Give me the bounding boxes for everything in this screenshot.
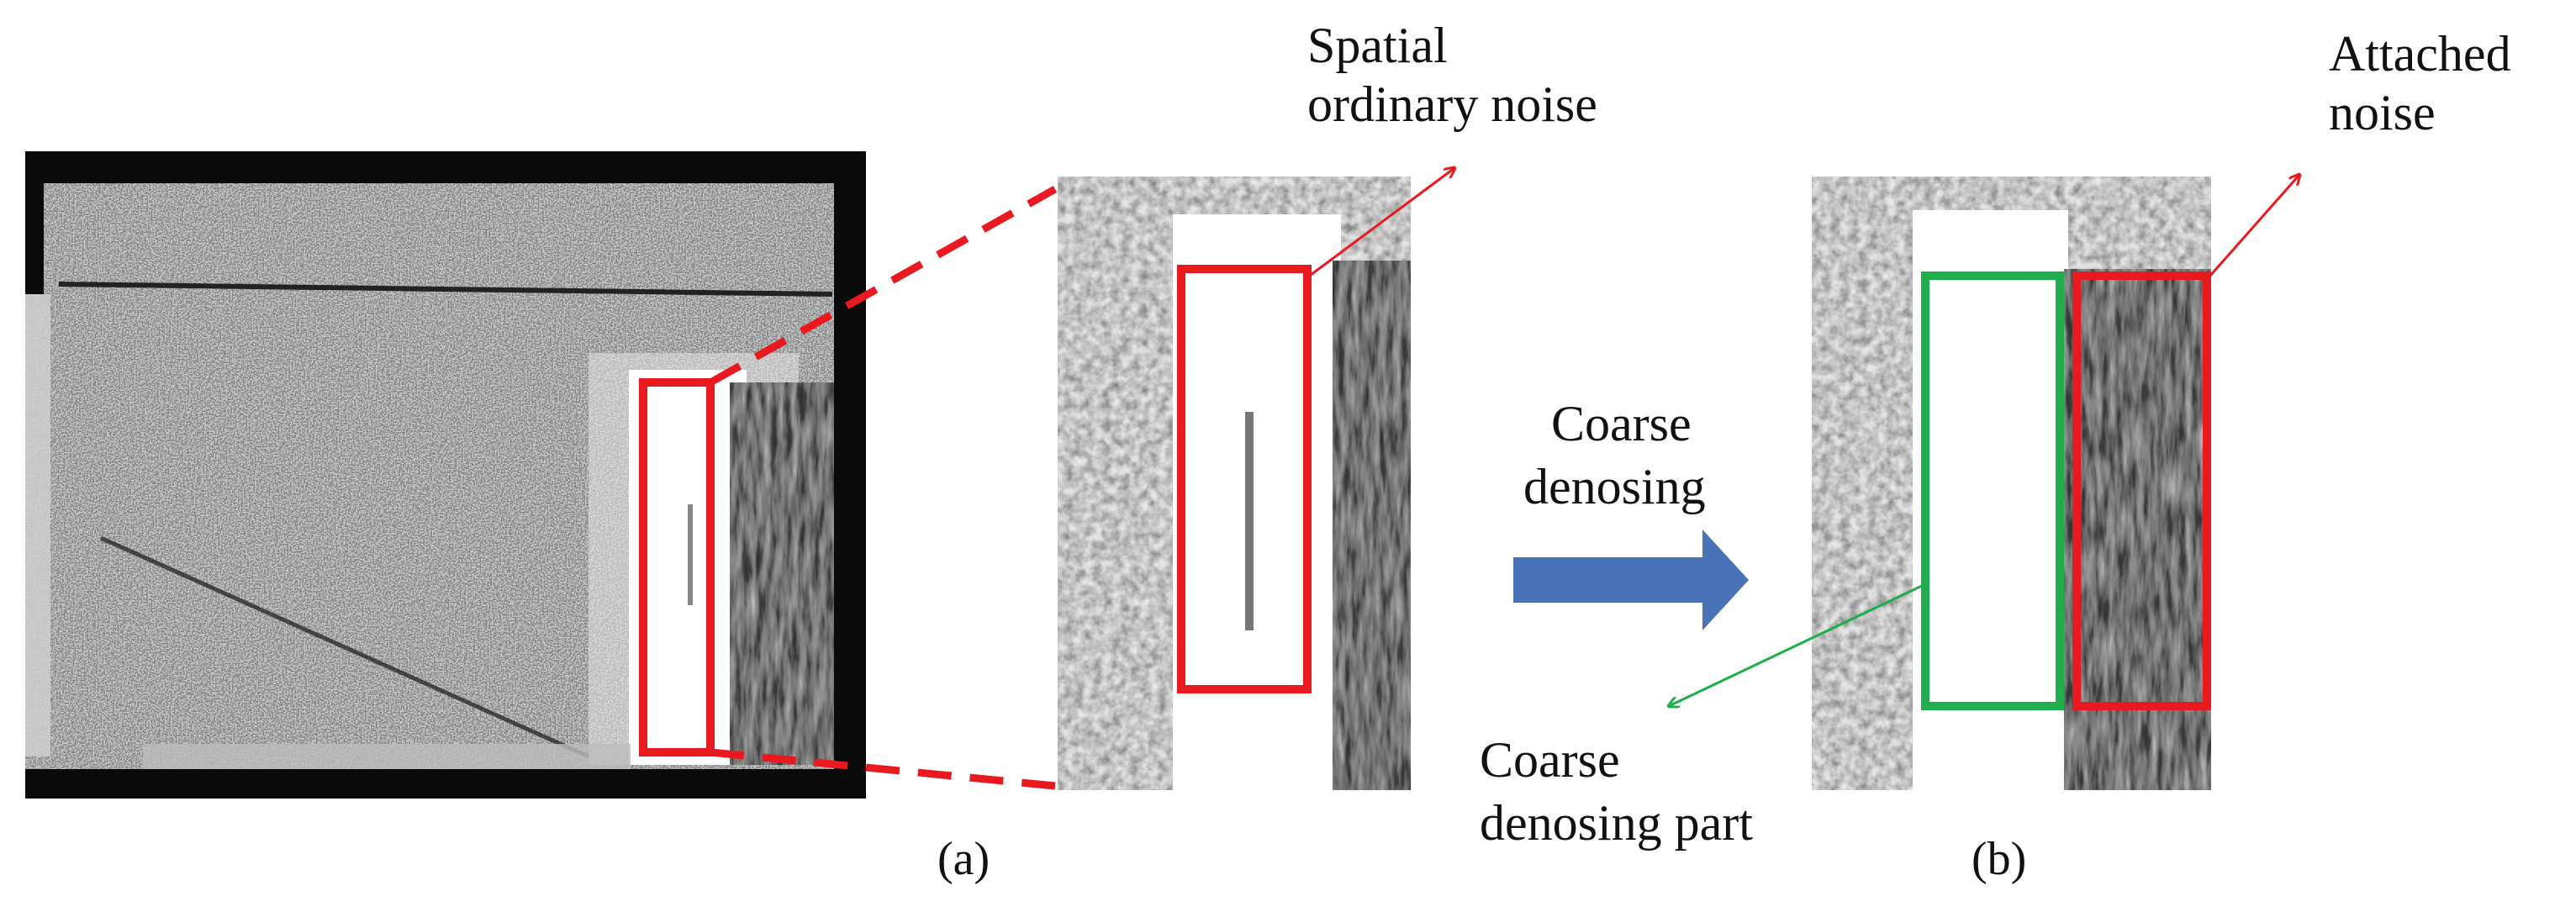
panel-b-dark-streak — [2064, 269, 2211, 790]
spatial-noise-arrow — [1306, 168, 1454, 279]
coarse-part-arrow — [1669, 583, 1926, 706]
scene-horizontal-line — [58, 282, 833, 297]
spatial-noise-label-line1: Spatial — [1307, 18, 1448, 73]
coarse-part-label-line2: denosing part — [1480, 795, 1753, 851]
coarse-denoising-label-line2: denosing — [1523, 459, 1706, 514]
panel-label-b: (b) — [1972, 833, 2027, 885]
frame-left-top — [25, 151, 44, 294]
zoom-lines — [708, 186, 1058, 790]
frame-bottom — [25, 769, 866, 799]
attached-noise-label-line2: noise — [2329, 85, 2436, 140]
spatial-noise-label-line2: ordinary noise — [1307, 76, 1597, 132]
frame-right — [834, 151, 866, 799]
coarse-denoising-label-line1: Coarse — [1551, 396, 1692, 451]
zoom-line-top — [708, 186, 1058, 386]
enlarged-crop — [1058, 168, 1454, 790]
attached-noise-arrow — [2201, 175, 2299, 285]
panel-b-green-box — [1921, 271, 2064, 710]
coarse-denoising-arrow — [1513, 530, 1749, 630]
attached-noise-label-line1: Attached — [2329, 26, 2511, 82]
enlarged-dark-streak — [1333, 261, 1411, 790]
arrow-shaft — [1513, 557, 1702, 603]
zoom-line-bottom — [710, 748, 1056, 790]
coarse-part-label-line1: Coarse — [1480, 732, 1620, 788]
enlarged-bright-object — [1173, 214, 1341, 790]
frame-top — [25, 151, 866, 183]
panel-a-scene — [25, 151, 866, 799]
object-marks — [688, 504, 693, 605]
bottom-light-band — [143, 744, 631, 769]
panel-a-red-box — [639, 378, 715, 756]
left-light-strip — [25, 294, 50, 756]
panel-b-bright-object — [1913, 210, 2068, 790]
enlarged-object-marks — [1245, 412, 1254, 630]
panel-b-red-box — [2072, 271, 2211, 710]
arrow-head — [1702, 530, 1749, 630]
dark-streak-region — [730, 382, 834, 765]
scene-diagonal-line — [99, 535, 590, 759]
panel-b-crop — [1669, 175, 2299, 790]
panel-label-a: (a) — [937, 833, 990, 885]
enlarged-red-box — [1177, 265, 1312, 693]
